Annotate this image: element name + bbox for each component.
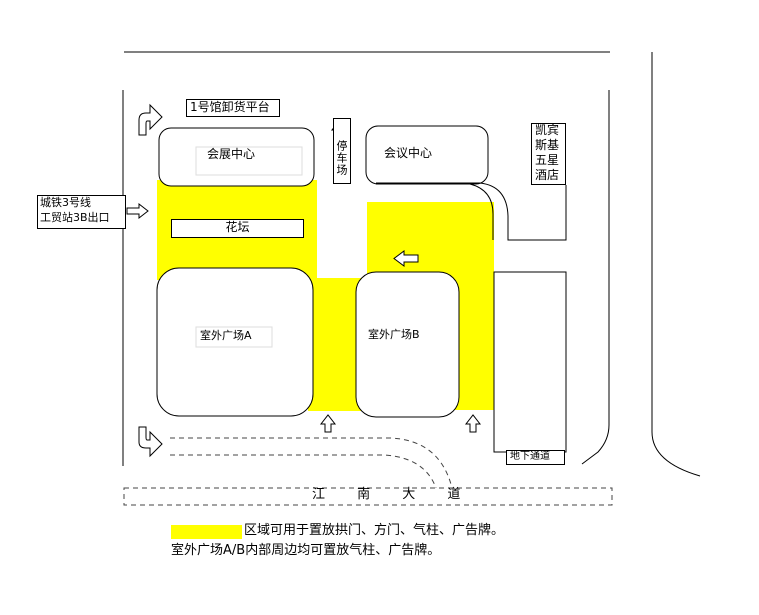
dock-label: 1号馆卸货平台 (186, 99, 280, 117)
underground-label: 地下通道 (506, 450, 565, 465)
metro-box (37, 195, 126, 229)
hotel-label-1: 凯宾 (535, 123, 560, 137)
far-right-curve (651, 52, 701, 477)
up-arrow-icon (319, 414, 337, 433)
parking-label: 停车场 (335, 140, 348, 176)
legend-line-1: 区域可用于置放拱门、方门、气柱、广告牌。 (244, 523, 505, 538)
metro-label-2: 工贸站3B出口 (40, 211, 110, 224)
plaza-b-shape (355, 271, 460, 418)
conference-center-label: 会议中心 (384, 146, 433, 160)
metro-label-1: 城铁3号线 (40, 196, 91, 209)
driveway-lower (170, 454, 437, 489)
exhibition-label-frame (195, 146, 303, 176)
left-arrow-icon (393, 250, 419, 267)
avenue-road (123, 487, 613, 506)
underground-passage (493, 271, 567, 453)
right-road-line (581, 90, 610, 465)
hotel-label-2: 斯基 (535, 138, 560, 152)
yellow-zone-middle (308, 278, 362, 411)
plaza-a-label-frame (195, 326, 273, 348)
connector-outer (376, 182, 567, 241)
hotel-box (531, 123, 566, 185)
right-arrow-icon (126, 202, 149, 220)
plaza-a-label: 室外广场A (200, 329, 252, 342)
plaza-b-label: 室外广场B (368, 328, 420, 341)
hotel-label-3: 五星 (535, 153, 560, 167)
exhibition-center-label: 会展中心 (207, 147, 256, 161)
plaza-a-shape (156, 267, 314, 417)
up-arrow-icon (464, 414, 482, 433)
hotel-connector (376, 182, 567, 241)
driveway-upper (170, 437, 453, 489)
roads (122, 51, 701, 477)
parking-box (333, 118, 351, 184)
legend-line-2: 室外广场A/B内部周边均可置放气柱、广告牌。 (171, 543, 441, 558)
avenue-label: 江 南 大 道 (312, 487, 475, 502)
turn-arrow-icon (138, 426, 163, 458)
flower-bed-label: 花坛 (171, 219, 304, 238)
buildings (156, 125, 567, 453)
legend-swatch (171, 525, 242, 539)
hotel-label-4: 酒店 (535, 168, 560, 182)
connector-inner (376, 183, 494, 240)
exhibition-center-shape (158, 127, 315, 187)
turn-arrow-icon (138, 103, 163, 136)
underground-solid-edge (493, 271, 567, 453)
